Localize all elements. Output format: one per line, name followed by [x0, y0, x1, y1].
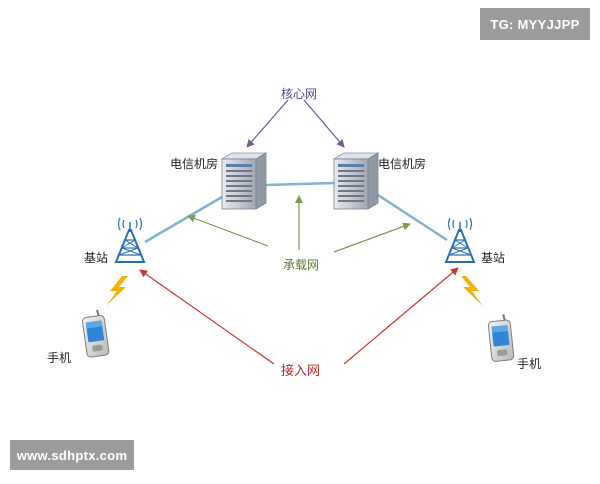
watermark-top-right: TG: MYYJJPP: [480, 8, 590, 40]
tower-icon: [114, 217, 146, 263]
watermark-bottom-left: www.sdhptx.com: [10, 440, 134, 470]
phone-left-label: 手机: [47, 351, 72, 365]
access-arrow-left: [139, 269, 275, 365]
core-arrow-left: [246, 99, 289, 148]
phone-icon: [82, 309, 110, 358]
core-network-label: 核心网: [281, 87, 318, 101]
server-icon: [220, 152, 268, 210]
link-left-bs-room: [144, 195, 223, 244]
server-icon: [332, 152, 380, 210]
access-network-label: 接入网: [281, 364, 321, 379]
phone-icon: [487, 314, 515, 362]
link-right-room-bs: [377, 193, 448, 242]
telecom-room-left-label: 电信机房: [170, 157, 219, 171]
telecom-room-right-label: 电信机房: [378, 157, 427, 171]
phone-right-label: 手机: [517, 357, 542, 371]
signal-bolt-icon: [461, 276, 483, 306]
tower-icon: [444, 217, 476, 263]
core-arrow-right: [303, 99, 345, 148]
carrier-network-label: 承载网: [283, 258, 320, 272]
link-room-room: [264, 181, 336, 187]
carrier-arrow-left: [187, 214, 269, 247]
carrier-arrow-right: [333, 222, 411, 253]
signal-bolt-icon: [106, 276, 128, 306]
base-station-right-label: 基站: [481, 251, 506, 265]
base-station-left-label: 基站: [84, 251, 109, 265]
access-arrow-right: [343, 267, 459, 365]
